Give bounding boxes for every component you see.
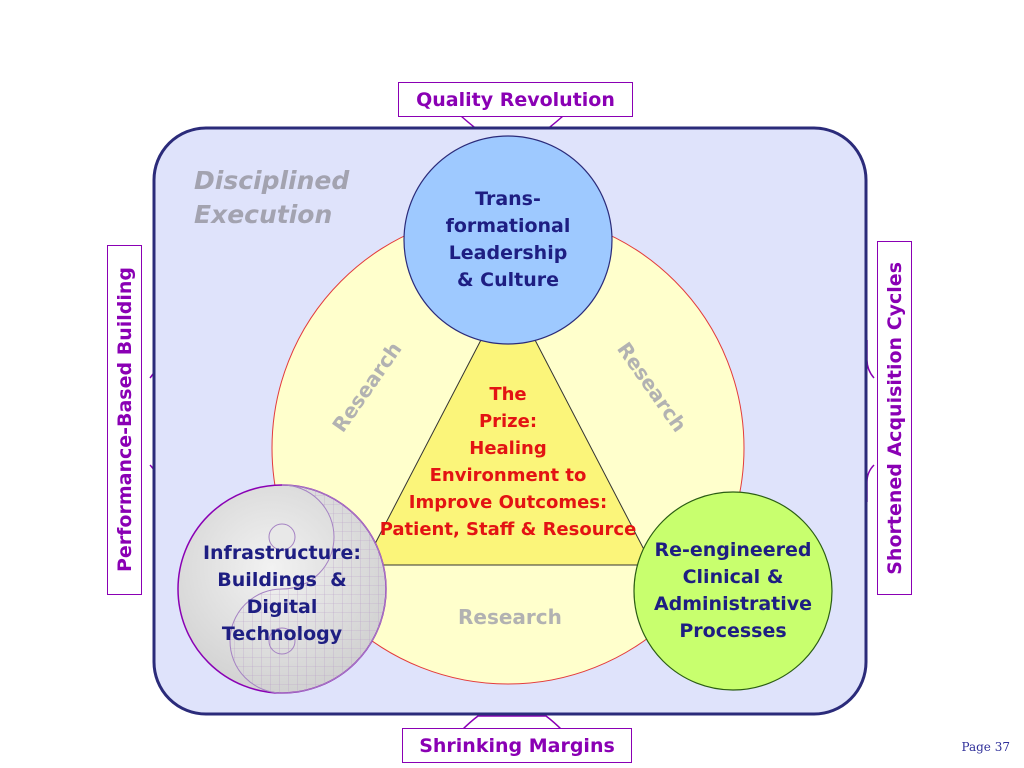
frame-right-label: Shortened Acquisition Cycles: [877, 241, 912, 595]
panel-title: Disciplined Execution: [194, 166, 350, 229]
leadership-node-text: Trans- formational Leadership & Culture: [445, 188, 571, 291]
processes-node-text: Re-engineered Clinical & Administrative …: [653, 539, 813, 642]
leadership-node: [403, 135, 613, 345]
page-number: Page 37: [961, 740, 1010, 754]
infrastructure-node-text: Infrastructure: Buildings & Digital Tech…: [202, 542, 362, 645]
prize-text: The Prize: Healing Environment to Improv…: [379, 384, 637, 540]
frame-top-label: Quality Revolution: [398, 82, 633, 117]
frame-bottom-label: Shrinking Margins: [402, 728, 632, 763]
infrastructure-node: [177, 484, 387, 694]
frame-left-label: Performance-Based Building: [107, 245, 142, 595]
processes-node: [633, 491, 833, 691]
bottom-connector: [460, 715, 564, 732]
right-connector: [866, 340, 875, 502]
research-label-bottom: Research: [458, 605, 562, 629]
prize-triangle: [363, 286, 653, 566]
